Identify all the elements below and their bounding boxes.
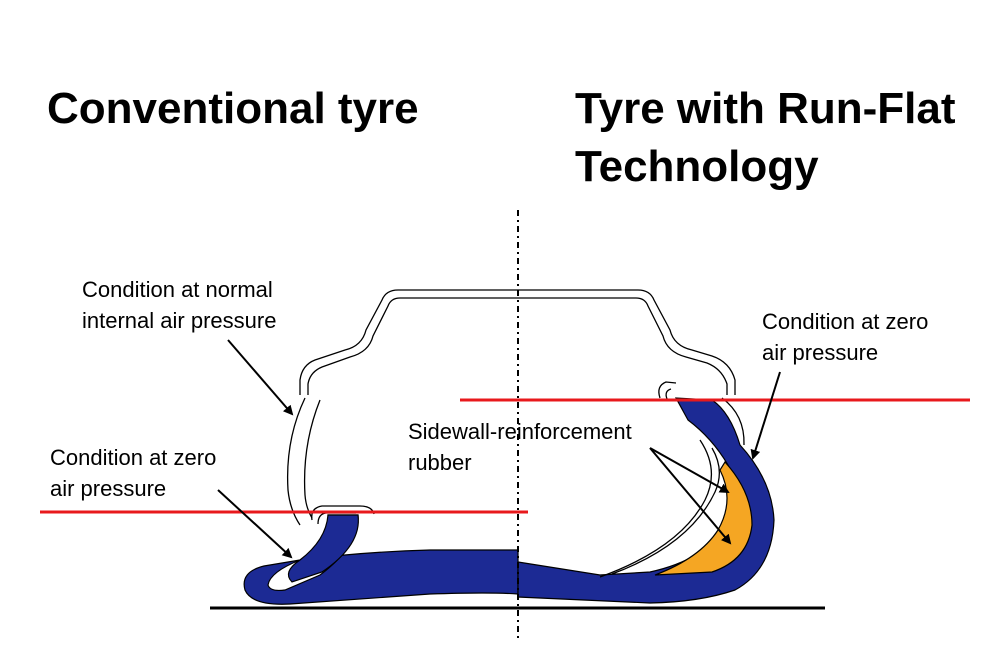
arrow-reinforcement-2 bbox=[649, 447, 732, 545]
annotation-arrows bbox=[217, 339, 781, 559]
normal-pressure-outline bbox=[286, 397, 321, 526]
label-reinforcement-line2: rubber bbox=[408, 450, 472, 475]
runflat-inner-outline bbox=[599, 439, 720, 578]
title-runflat-line2: Technology bbox=[575, 142, 819, 191]
arrow-reinforcement-1 bbox=[649, 447, 730, 493]
rim-flanges bbox=[311, 381, 677, 525]
label-zero-left-line1: Condition at zero bbox=[50, 445, 217, 470]
conventional-sidewall bbox=[287, 514, 359, 583]
title-runflat-line1: Tyre with Run-Flat bbox=[575, 84, 956, 133]
label-normal-pressure-line1: Condition at normal bbox=[82, 277, 273, 302]
arrow-zero-left bbox=[217, 489, 293, 559]
title-conventional-tyre: Conventional tyre bbox=[47, 84, 419, 133]
label-normal-pressure-line2: internal air pressure bbox=[82, 308, 277, 333]
label-zero-right-line2: air pressure bbox=[762, 340, 879, 365]
conventional-tyre-zero-pressure bbox=[243, 514, 519, 605]
label-reinforcement-line1: Sidewall-reinforcement bbox=[408, 419, 632, 444]
arrow-zero-right bbox=[750, 371, 781, 460]
arrow-normal-pressure bbox=[227, 339, 294, 416]
label-zero-right-line1: Condition at zero bbox=[762, 309, 929, 334]
label-zero-left-line2: air pressure bbox=[50, 476, 167, 501]
